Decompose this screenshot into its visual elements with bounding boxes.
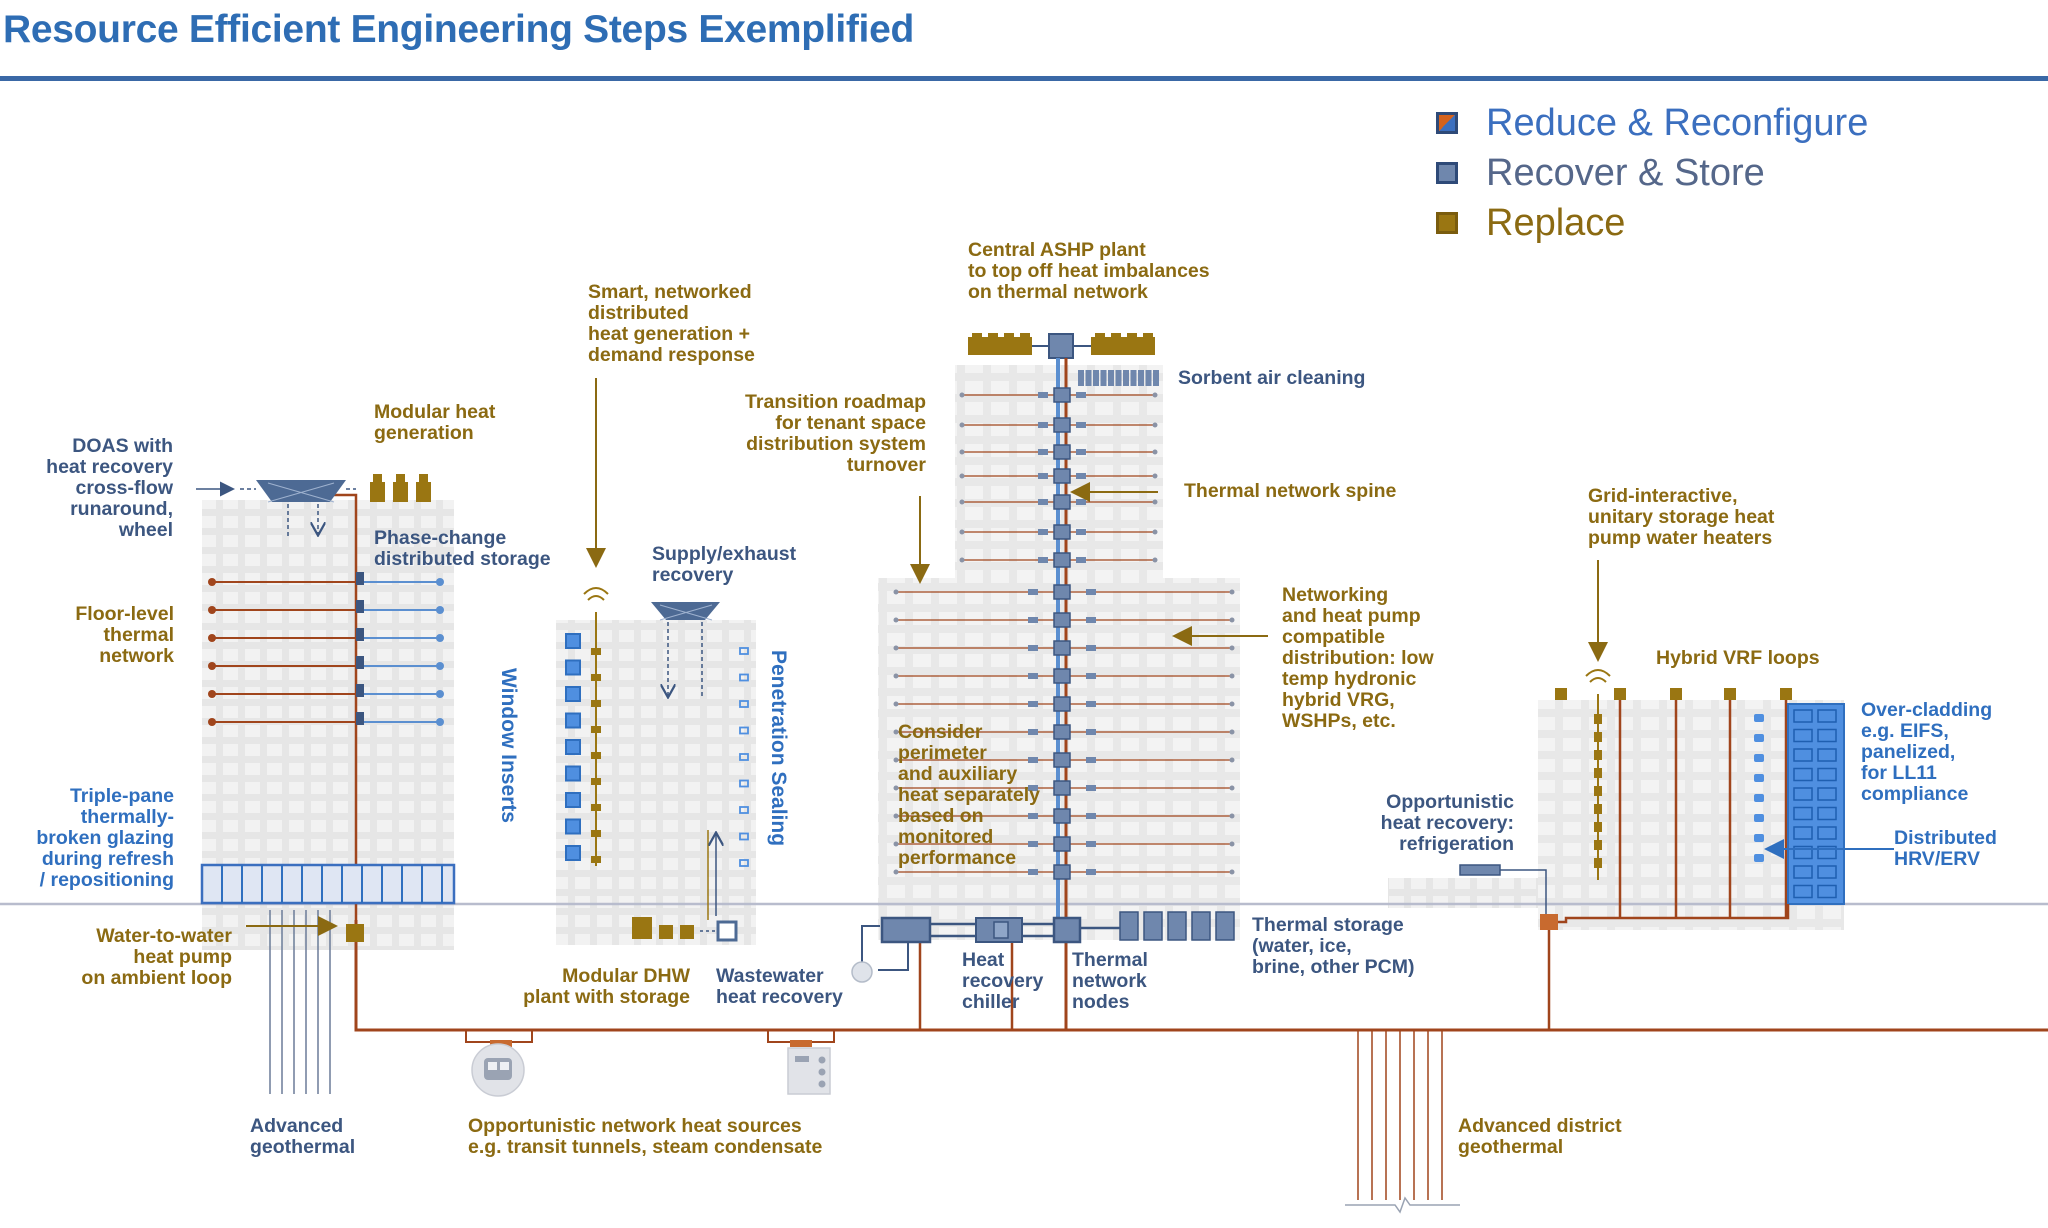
pointer-arrows [246,482,1268,936]
label-thermal-storage: Thermal storage (water, ice, brine, othe… [1252,914,1415,978]
triple-pane-glazing [200,863,456,905]
water-to-water-heat-pump [346,924,364,942]
label-heat-recovery-chiller: Heat recovery chiller [962,949,1044,1013]
network-pipe [354,920,2048,1032]
label-distributed-hrv: Distributed HRV/ERV [1894,827,1997,870]
label-over-cladding: Over-cladding e.g. EIFS, panelized, for … [1861,699,1993,805]
right-building-equipment [1459,560,1894,1030]
label-modular-dhw: Modular DHW plant with storage [523,965,690,1008]
doas-unit [196,480,356,538]
refrigeration-heat-recovery [1540,914,1558,930]
label-opportunistic-refrigeration: Opportunistic heat recovery: refrigerati… [1380,791,1514,855]
label-window-inserts: Window Inserts [497,668,520,823]
label-opportunistic-network: Opportunistic network heat sources e.g. … [468,1115,823,1158]
floor-level-network [208,572,444,726]
label-floor-level: Floor-level thermal network [75,603,174,667]
building-middle [556,620,756,945]
reduce-swatch-icon [1436,112,1458,134]
district-geothermal-wells [1345,1030,1460,1214]
label-grid-interactive: Grid-interactive, unitary storage heat p… [1588,485,1775,549]
label-networking: Networking and heat pump compatible dist… [1282,584,1434,732]
label-hybrid-vrf: Hybrid VRF loops [1656,647,1820,669]
label-advanced-geothermal: Advanced geothermal [250,1115,356,1158]
legend-label-reduce: Reduce & Reconfigure [1486,102,1869,144]
legend-label-replace: Replace [1486,202,1626,244]
modular-heat-units [370,474,431,502]
window-inserts-column [565,633,581,861]
recover-swatch-icon [1436,162,1458,184]
label-central-ashp: Central ASHP plant to top off heat imbal… [968,239,1210,303]
label-phase-change: Phase-change distributed storage [374,527,551,570]
label-transition-roadmap: Transition roadmap for tenant space dist… [745,391,926,476]
label-consider-perimeter: Consider perimeter and auxiliary heat se… [898,721,1040,869]
label-thermal-network-nodes: Thermal network nodes [1072,949,1148,1013]
label-triple-pane: Triple-pane thermally- broken glazing du… [36,785,174,891]
penetration-sealing-column [739,647,749,867]
label-smart-networked: Smart, networked distributed heat genera… [588,281,755,366]
legend-label-recover: Recover & Store [1486,152,1765,194]
label-doas: DOAS with heat recovery cross-flow runar… [46,435,173,541]
label-modular-heat: Modular heat generation [374,401,496,444]
label-thermal-spine: Thermal network spine [1184,480,1397,502]
label-sorbent: Sorbent air cleaning [1178,367,1366,389]
tower-equipment [893,333,1235,1030]
network-heat-sources [465,1030,835,1097]
title-rule [0,76,2048,81]
label-wastewater: Wastewater heat recovery [716,965,843,1008]
geothermal-wells-left [269,910,331,1094]
over-cladding-panel [1787,703,1845,905]
label-supply-exhaust: Supply/exhaust recovery [652,543,797,586]
label-penetration-sealing: Penetration Sealing [767,650,790,847]
tower-plant [851,911,1235,1030]
label-advanced-district: Advanced district geothermal [1458,1115,1622,1158]
replace-swatch-icon [1436,212,1458,234]
label-water-to-water: Water-to-water heat pump on ambient loop [81,925,232,989]
middle-building-equipment [583,378,738,942]
page-title: Resource Efficient Engineering Steps Exe… [3,8,914,51]
